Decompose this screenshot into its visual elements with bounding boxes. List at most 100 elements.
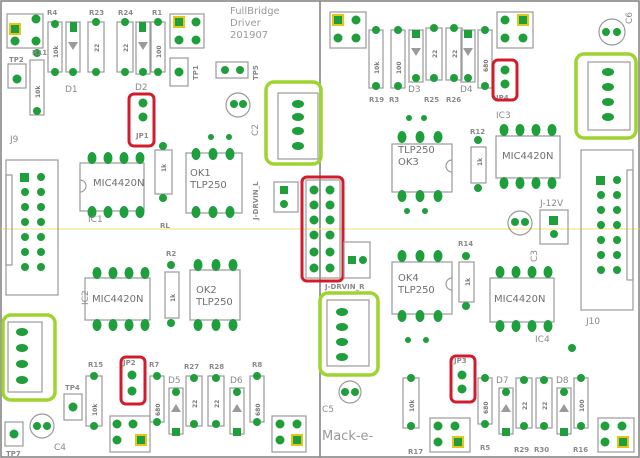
r24-value: 22	[123, 44, 130, 52]
highlight-center-header	[300, 175, 345, 283]
ic3-driver: IC3 MIC4420N	[495, 111, 561, 189]
jp1-label: JP1	[135, 132, 149, 140]
title-line2: Driver	[230, 18, 262, 29]
ok3-optocoupler: TLP250 OK3	[391, 115, 453, 214]
r16-label: R16	[573, 446, 588, 454]
r30-resistor: R30 22	[534, 376, 553, 454]
ic4-chip-label: MIC4420N	[494, 294, 546, 305]
d8-label: D8	[556, 376, 569, 386]
r8-value: 680	[255, 403, 262, 416]
j9-label: J9	[9, 135, 19, 145]
connector-top-right-b	[496, 11, 534, 49]
ok3-chip-label: TLP250	[397, 145, 435, 156]
center-header	[305, 179, 341, 279]
r2-value: 1k	[170, 293, 177, 302]
ok2-label: OK2	[196, 285, 217, 296]
r8-resistor: R8 680	[249, 361, 265, 426]
r25-label: R25	[424, 96, 439, 104]
tp1-label: TP1	[192, 65, 200, 80]
r17-label: R17	[408, 448, 423, 456]
rl-label: RL	[160, 222, 170, 230]
ic4-label: IC4	[535, 335, 550, 345]
title-line3: 201907	[230, 30, 268, 41]
r19-label: R19	[369, 96, 384, 104]
d3-diode: D3	[408, 29, 424, 95]
c6-label: C6	[625, 12, 635, 24]
ic1-driver: MIC4420N IC1	[79, 152, 145, 225]
signature-block: Mack-e-	[322, 429, 374, 444]
highlight-green-left	[1, 313, 57, 402]
jp4-jumper: JP4	[495, 65, 510, 102]
r19-resistor: R19 10k	[368, 26, 384, 104]
r27-label: R27	[184, 363, 199, 371]
d6-diode: D6	[229, 376, 245, 436]
r1-value: 100	[156, 45, 163, 58]
r1-lower-resistor: 1k RL	[154, 142, 173, 230]
r7-label: R7	[149, 361, 159, 369]
ok2-chip-label: TLP250	[195, 297, 233, 308]
r16-value: 100	[579, 399, 586, 412]
r7-resistor: R7 680	[149, 361, 165, 426]
r16-resistor: R16 100	[573, 374, 589, 454]
r26-label: R26	[446, 96, 461, 104]
signature-text: Mack-e-	[322, 429, 374, 444]
ok1-chip-label: TLP250	[189, 180, 227, 191]
j-12v-connector: J-12V	[539, 199, 569, 245]
r11-resistor: R11 10k	[29, 49, 47, 116]
connector-bottom-mid-left	[271, 415, 307, 453]
jp4-label: JP4	[495, 94, 509, 102]
r28-value: 22	[214, 400, 221, 408]
r12-value: 1k	[477, 157, 484, 166]
r29-resistor: R29 22	[514, 376, 533, 454]
r27-resistor: R27 22	[184, 363, 203, 428]
highlight-jp4	[491, 58, 519, 102]
r14-label: R14	[458, 240, 473, 248]
ic2-chip-label: MIC4420N	[92, 294, 144, 305]
d1-diode: D1	[65, 21, 81, 95]
r12-resistor: R12 1k	[470, 128, 487, 192]
connector-left-bottom	[7, 321, 43, 393]
r25-resistor: R25 22	[424, 24, 443, 104]
ic1-chip-label: MIC4420N	[93, 178, 145, 189]
r28-resistor: R28 22	[207, 363, 225, 428]
d7-diode: D7	[496, 376, 514, 436]
r26-value: 22	[452, 50, 459, 58]
title-line1: FullBridge	[230, 6, 280, 17]
jp3-label: JP3	[453, 357, 467, 365]
ok3-label: OK3	[398, 157, 419, 168]
ic4-driver: MIC4420N IC4	[489, 266, 555, 345]
r5-resistor: R5 680	[477, 374, 493, 452]
r11-label: R11	[32, 49, 47, 57]
ic3-label: IC3	[496, 111, 511, 121]
r23-resistor: R23 22	[87, 9, 105, 76]
ok1-label: OK1	[190, 168, 211, 179]
d4-diode: D4	[460, 29, 476, 95]
r29-value: 22	[522, 402, 529, 410]
title-block: FullBridge Driver 201907	[230, 6, 280, 41]
ic1-label: IC1	[88, 215, 103, 225]
jp1-jumper: JP1	[135, 98, 149, 140]
d7-label: D7	[496, 376, 509, 386]
d5-diode: D5	[168, 376, 184, 436]
c4-label: C4	[54, 443, 66, 453]
highlight-jp2	[119, 355, 147, 406]
ok4-label: OK4	[398, 273, 419, 284]
r19-value: 10k	[374, 61, 381, 74]
connector-top-right-a	[329, 11, 367, 49]
r15-value: 10k	[92, 403, 99, 416]
j-drvin-l-label: J-DRVIN_L	[252, 181, 260, 221]
r24-resistor: R24 22	[116, 9, 134, 76]
c6-capacitor: C6	[598, 12, 635, 46]
highlight-jp1	[127, 92, 156, 148]
d5-label: D5	[168, 376, 181, 386]
j-drvin-l-connector: J-DRVIN_L	[252, 181, 299, 221]
r4-label: R4	[47, 9, 57, 17]
highlight-green-top-right	[574, 52, 638, 140]
highlight-green-center-right	[318, 291, 380, 377]
j10-connector: J10	[580, 149, 634, 327]
ic3-chip-label: MIC4420N	[502, 151, 554, 162]
ok4-chip-label: TLP250	[397, 285, 435, 296]
r12-label: R12	[470, 128, 485, 136]
jp2-jumper: JP2	[122, 359, 137, 396]
